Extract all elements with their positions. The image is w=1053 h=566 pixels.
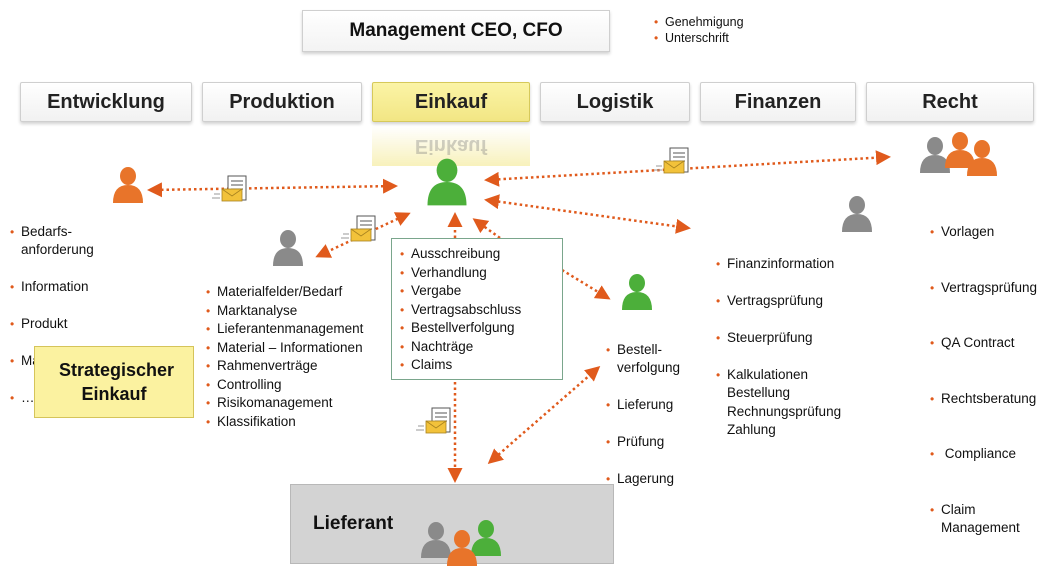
list-item: Vergabe [400, 282, 521, 301]
list-item: Rahmenverträge [206, 357, 363, 376]
list-item: Information [10, 278, 94, 297]
list-item: Claim Management [930, 501, 1037, 538]
supplier-box: Lieferant [290, 484, 614, 564]
list-item: Risikomanagement [206, 394, 363, 413]
list-item: QA Contract [930, 334, 1037, 353]
person-green-icon [622, 274, 652, 310]
arrow-supplier-logistik [487, 366, 601, 464]
dept-label: Entwicklung [47, 90, 165, 113]
list-item: Finanzinformation [716, 255, 841, 274]
strategic-box-label: Strategischer Einkauf [59, 360, 175, 404]
list-item: Materialfelder/Bedarf [206, 283, 363, 302]
dept-logistik: Logistik [540, 82, 690, 122]
list-item: Genehmigung [654, 14, 744, 30]
dept-finanzen: Finanzen [700, 82, 856, 122]
list-item: Vertragsprüfung [930, 279, 1037, 298]
person-green-icon [427, 158, 467, 206]
list-item: Klassifikation [206, 413, 363, 432]
list-item: Nachträge [400, 338, 521, 357]
management-box: Management CEO, CFO [302, 10, 610, 52]
strategic-box: Strategischer Einkauf [34, 346, 194, 418]
finance-list: Finanzinformation Vertragsprüfung Steuer… [716, 236, 841, 458]
strategic-list: Materialfelder/Bedarf Marktanalyse Liefe… [206, 283, 363, 431]
person-orange-icon [945, 132, 975, 168]
person-gray-icon [273, 230, 303, 266]
list-item: Vertragsprüfung [716, 292, 841, 311]
procurement-process-box: Ausschreibung Verhandlung Vergabe Vertra… [391, 238, 563, 380]
logistics-list: Bestell- verfolgung Lieferung Prüfung La… [606, 322, 680, 507]
arrow-left-person [147, 178, 398, 198]
list-item: Unterschrift [654, 30, 744, 46]
list-item: Material – Informationen [206, 339, 363, 358]
dept-recht: Recht [866, 82, 1034, 122]
list-item: … [10, 389, 94, 408]
dept-produktion: Produktion [202, 82, 362, 122]
list-item: Vorlagen [930, 223, 1037, 242]
dept-einkauf: Einkauf [372, 82, 530, 122]
list-item: Lagerung [606, 470, 680, 489]
management-notes: Genehmigung Unterschrift [654, 14, 744, 46]
list-item: Lieferung [606, 396, 680, 415]
arrow-recht [484, 150, 891, 187]
list-item: Bedarfs- anforderung [10, 223, 94, 260]
dept-label: Finanzen [734, 90, 822, 113]
document-icon [340, 215, 376, 242]
list-item: Steuerprüfung [716, 329, 841, 348]
management-title: Management CEO, CFO [349, 20, 563, 41]
dept-label: Produktion [229, 90, 335, 113]
list-item: Kalkulationen Bestellung Rechnungsprüfun… [716, 366, 841, 440]
list-item: Bestell- verfolgung [606, 341, 680, 378]
list-item: Produkt [10, 315, 94, 334]
list-item: Marktanalyse [206, 302, 363, 321]
arrow-center-diag [472, 218, 501, 240]
dept-label: Einkauf [414, 90, 488, 113]
person-orange-icon [113, 167, 143, 203]
list-item: Verhandlung [400, 264, 521, 283]
person-gray-icon [842, 196, 872, 232]
list-item: Prüfung [606, 433, 680, 452]
dept-label: Logistik [576, 90, 654, 113]
arrow-logistik [561, 268, 611, 300]
list-item: Claims [400, 356, 521, 375]
list-item: Controlling [206, 376, 363, 395]
list-item: Lieferantenmanagement [206, 320, 363, 339]
supplier-label: Lieferant [313, 513, 394, 534]
dept-entwicklung: Entwicklung [20, 82, 192, 122]
list-item: Vertragsabschluss [400, 301, 521, 320]
list-item: Ausschreibung [400, 245, 521, 264]
legal-list: Vorlagen Vertragsprüfung QA Contract Rec… [930, 186, 1037, 556]
dept-label: Recht [922, 90, 978, 113]
arrow-finanzen [484, 194, 691, 234]
center-list: Ausschreibung Verhandlung Vergabe Vertra… [400, 245, 521, 375]
document-icon [415, 407, 451, 434]
list-item: Compliance [930, 445, 1037, 464]
list-item: Rechtsberatung [930, 390, 1037, 409]
list-item: Bestellverfolgung [400, 319, 521, 338]
